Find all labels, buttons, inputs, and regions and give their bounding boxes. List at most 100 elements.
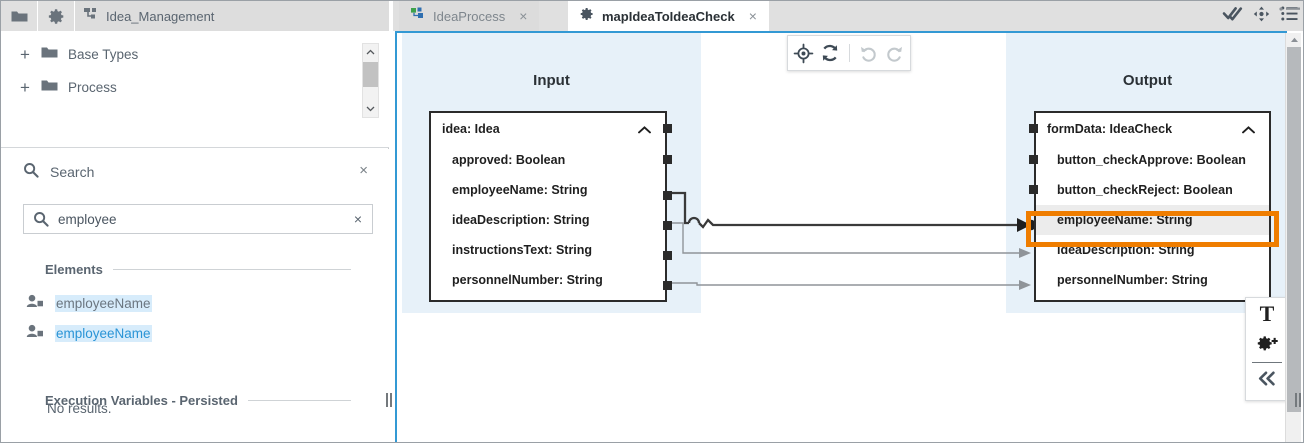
output-field-ideadescription[interactable]: ideaDescription: String (1036, 235, 1269, 265)
gear-icon (580, 7, 594, 26)
input-band-title: Input (533, 72, 570, 89)
output-field-button-checkapprove[interactable]: button_checkApprove: Boolean (1036, 145, 1269, 175)
scrollbar-thumb[interactable] (1287, 47, 1301, 412)
input-node[interactable]: idea: Idea approved: Boolean employeeNam… (429, 111, 672, 302)
section-header-execution-variables: Execution Variables - Persisted (45, 393, 351, 408)
scrollbar-thumb[interactable] (363, 62, 378, 87)
editor-panel: IdeaProcess × mapIdeaToIdeaCheck × (393, 1, 1303, 442)
process-icon (411, 7, 425, 25)
search-panel-header: Search × (23, 161, 373, 183)
editor-scrollbar[interactable] (1285, 33, 1301, 442)
search-icon (23, 162, 39, 183)
left-panel: Idea_Management + Base Types + (1, 1, 392, 442)
type-tree: + Base Types + Process (1, 31, 389, 148)
expander-icon[interactable]: + (20, 77, 30, 97)
chevron-down-icon[interactable] (363, 101, 378, 117)
undo-icon[interactable] (859, 44, 878, 62)
redo-icon[interactable] (885, 44, 904, 62)
input-field-approved[interactable]: approved: Boolean (431, 145, 665, 175)
chevron-up-icon[interactable] (363, 44, 378, 60)
folder-icon (41, 45, 58, 64)
user-element-icon (26, 324, 44, 343)
folder-icon (41, 78, 58, 97)
close-icon[interactable]: × (519, 8, 528, 24)
output-node[interactable]: formData: IdeaCheck button_checkApprove:… (1029, 111, 1271, 302)
tree-scrollbar[interactable] (362, 43, 379, 118)
search-input[interactable] (58, 211, 344, 227)
list-item[interactable]: employeeName (26, 292, 152, 314)
scroll-up-icon[interactable] (1286, 33, 1302, 46)
tree-item-process[interactable]: + Process (19, 74, 117, 100)
editor-splitter-handle[interactable] (1295, 393, 1302, 407)
search-panel-title: Search (50, 164, 95, 180)
left-toolbar: Idea_Management (1, 1, 389, 31)
output-field-personnelnumber[interactable]: personnelNumber: String (1036, 265, 1269, 295)
input-port[interactable] (1029, 185, 1038, 194)
user-element-icon (26, 294, 44, 313)
window-corner-marks (1279, 5, 1301, 13)
output-port[interactable] (663, 124, 672, 133)
section-header-elements: Elements (45, 262, 351, 277)
chevron-up-icon[interactable] (1242, 123, 1255, 137)
left-splitter-handle[interactable] (386, 393, 393, 407)
canvas-tool-panel: T (1245, 297, 1289, 401)
tab-mapideatoideacheck[interactable]: mapIdeaToIdeaCheck × (568, 1, 769, 31)
section-title: Elements (45, 262, 103, 277)
section-divider (112, 269, 351, 270)
collapse-left-icon[interactable] (1246, 363, 1288, 394)
no-results-label: No results. (47, 401, 112, 416)
section-title: Execution Variables - Persisted (45, 393, 238, 408)
field-label: personnelNumber: String (1057, 273, 1208, 287)
tree-item-label: Process (68, 79, 117, 95)
add-function-icon[interactable] (1246, 329, 1288, 360)
canvas-float-toolbar (787, 35, 911, 71)
expander-icon[interactable]: + (20, 44, 30, 64)
folder-icon (11, 9, 28, 23)
folder-button[interactable] (1, 1, 38, 31)
input-field-employeename[interactable]: employeeName: String (431, 175, 665, 205)
output-port[interactable] (663, 155, 672, 164)
input-field-ideadescription[interactable]: ideaDescription: String (431, 205, 665, 235)
target-center-icon[interactable] (793, 43, 814, 63)
clear-search-icon[interactable]: × (353, 211, 363, 227)
input-port[interactable] (1029, 155, 1038, 164)
project-flow-icon (84, 7, 99, 26)
output-port[interactable] (663, 221, 672, 230)
toolbar-separator (849, 44, 850, 62)
list-item-label: employeeName (55, 294, 152, 312)
tool-panel-divider (1252, 362, 1282, 363)
field-label: ideaDescription: String (452, 213, 590, 227)
double-check-icon[interactable] (1222, 6, 1243, 26)
list-item-label: employeeName (55, 324, 152, 342)
list-item[interactable]: employeeName (26, 322, 152, 344)
output-port[interactable] (663, 281, 672, 290)
input-port[interactable] (1029, 124, 1038, 133)
tab-ideaprocess[interactable]: IdeaProcess × (399, 1, 540, 31)
tree-item-base-types[interactable]: + Base Types (19, 41, 138, 67)
input-field-instructionstext[interactable]: instructionsText: String (431, 235, 665, 265)
output-port[interactable] (663, 251, 672, 260)
close-icon[interactable]: × (359, 162, 368, 179)
chevron-up-icon[interactable] (638, 123, 651, 137)
expand-arrows-icon[interactable] (1253, 6, 1270, 27)
output-field-button-checkreject[interactable]: button_checkReject: Boolean (1036, 175, 1269, 205)
field-label: approved: Boolean (452, 153, 566, 167)
project-breadcrumb[interactable]: Idea_Management (75, 1, 389, 31)
input-node-header-label: idea: Idea (442, 122, 500, 136)
mapping-canvas[interactable]: Input Output (395, 31, 1287, 442)
output-node-header[interactable]: formData: IdeaCheck (1036, 113, 1269, 145)
input-node-header[interactable]: idea: Idea (431, 113, 665, 145)
search-input-container[interactable]: × (23, 204, 373, 234)
output-port[interactable] (663, 191, 672, 200)
settings-button[interactable] (38, 1, 75, 31)
gear-icon (48, 8, 65, 25)
close-icon[interactable]: × (748, 8, 757, 24)
output-field-employeename[interactable]: employeeName: String (1036, 205, 1269, 235)
tab-label: IdeaProcess (433, 8, 506, 24)
text-tool-icon[interactable]: T (1246, 298, 1288, 329)
refresh-icon[interactable] (820, 43, 840, 63)
input-field-personnelnumber[interactable]: personnelNumber: String (431, 265, 665, 295)
field-label: button_checkReject: Boolean (1057, 183, 1233, 197)
search-icon (24, 211, 58, 227)
